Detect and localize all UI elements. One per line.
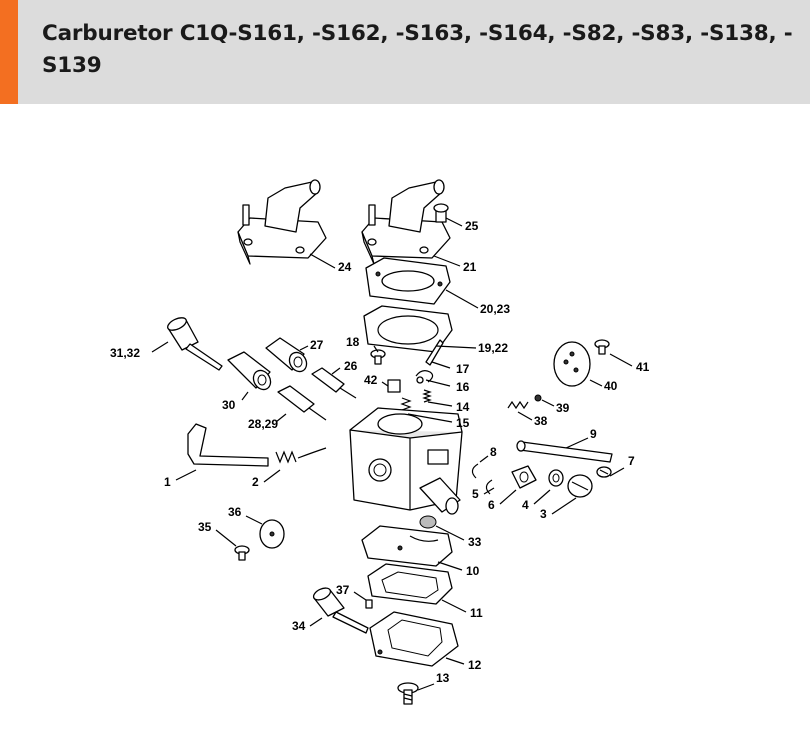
part-37-valve[interactable] (365, 599, 373, 609)
callout-label: 19,22 (478, 341, 508, 355)
callout-label: 1 (164, 475, 171, 489)
callout-label: 10 (466, 564, 480, 578)
exploded-parts-diagram: 24 25 21 20,23 19,22 18 17 16 27 31,32 2… (110, 179, 650, 705)
callout-label: 31,32 (110, 346, 140, 360)
part-31-32-adjusting-screw[interactable] (166, 315, 223, 371)
part-30-sleeve[interactable] (227, 351, 274, 393)
callout-label: 24 (338, 260, 352, 274)
leader-lines (151, 217, 633, 691)
part-4-ring[interactable] (548, 469, 564, 487)
page-title: Carburetor C1Q-S161, -S162, -S163, -S164… (42, 21, 793, 78)
header-accent-stripe (0, 0, 18, 104)
callout-label: 6 (488, 498, 495, 512)
part-33-screen[interactable] (419, 515, 437, 529)
callout-label: 30 (222, 398, 236, 412)
callout-label: 8 (490, 445, 497, 459)
callout-label: 14 (456, 400, 470, 414)
carburetor-body[interactable] (349, 407, 463, 515)
part-28-29-needle[interactable] (277, 385, 327, 421)
callout-labels: 24 25 21 20,23 19,22 18 17 16 27 31,32 2… (110, 219, 650, 685)
part-25-screw[interactable] (433, 203, 449, 223)
part-34-adjusting-screw[interactable] (312, 586, 369, 634)
part-12-cover[interactable] (369, 611, 459, 667)
callout-label: 42 (364, 373, 378, 387)
part-16-lever[interactable] (415, 370, 434, 384)
part-35-screw[interactable] (234, 545, 250, 561)
part-38-spring[interactable] (507, 400, 529, 410)
part-8-clip[interactable] (471, 463, 479, 479)
callout-label: 40 (604, 379, 618, 393)
callout-label: 16 (456, 380, 470, 394)
callout-label: 36 (228, 505, 242, 519)
callout-label: 26 (344, 359, 358, 373)
part-21-cover[interactable] (361, 179, 451, 265)
part-7-screw[interactable] (596, 466, 612, 478)
part-18-screw[interactable] (370, 349, 386, 365)
callout-label: 33 (468, 535, 482, 549)
callout-label: 35 (198, 520, 212, 534)
part-10-gasket[interactable] (361, 525, 453, 567)
part-1-lever[interactable] (187, 423, 269, 467)
callout-label: 7 (628, 454, 635, 468)
part-42-plug[interactable] (387, 379, 401, 393)
callout-label: 27 (310, 338, 324, 352)
part-40-plate[interactable] (553, 341, 591, 387)
callout-label: 13 (436, 671, 450, 685)
part-26-needle[interactable] (311, 367, 357, 399)
callout-label: 3 (540, 507, 547, 521)
part-39-ball[interactable] (534, 394, 542, 402)
part-27-sleeve[interactable] (265, 337, 310, 375)
callout-label: 37 (336, 583, 350, 597)
callout-label: 4 (522, 498, 529, 512)
callout-label: 2 (252, 475, 259, 489)
callout-label: 17 (456, 362, 470, 376)
callout-label: 41 (636, 360, 650, 374)
callout-label: 18 (346, 335, 360, 349)
callout-label: 28,29 (248, 417, 278, 431)
part-36-plate[interactable] (259, 519, 285, 549)
part-11-gasket[interactable] (367, 563, 453, 605)
callout-label: 38 (534, 414, 548, 428)
part-13-screw[interactable] (397, 682, 419, 705)
part-3-knob[interactable] (567, 474, 593, 498)
part-6-washer[interactable] (511, 465, 537, 489)
callout-label: 15 (456, 416, 470, 430)
callout-label: 9 (590, 427, 597, 441)
part-14-spring[interactable] (422, 389, 432, 403)
callout-label: 25 (465, 219, 479, 233)
callout-label: 34 (292, 619, 306, 633)
part-5-clip[interactable] (485, 479, 493, 495)
header-bar: Carburetor C1Q-S161, -S162, -S163, -S164… (0, 0, 810, 104)
callout-label: 39 (556, 401, 570, 415)
callout-label: 21 (463, 260, 477, 274)
part-2-spring[interactable] (275, 447, 327, 464)
callout-label: 5 (472, 487, 479, 501)
part-9-shaft[interactable] (516, 440, 613, 463)
callout-label: 12 (468, 658, 482, 672)
callout-label: 11 (470, 606, 483, 620)
part-41-screw[interactable] (594, 339, 610, 355)
part-24-cover[interactable] (237, 179, 327, 265)
callout-label: 20,23 (480, 302, 510, 316)
part-20-23-diaphragm[interactable] (365, 257, 451, 305)
part-19-22-gasket[interactable] (363, 305, 453, 353)
